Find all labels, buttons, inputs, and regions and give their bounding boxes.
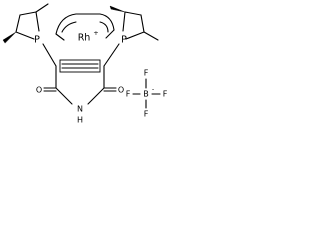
- fluorine-bottom-label: F: [144, 110, 149, 119]
- boron-charge: -: [152, 85, 155, 93]
- phosphorus-right-label: P: [121, 35, 127, 46]
- maleimide-double-bond: [59, 59, 101, 73]
- oxygen-right-label: O: [118, 86, 124, 95]
- phosphorus-bonds: [42, 43, 120, 67]
- tetrafluoroborate-bonds: [132, 78, 161, 109]
- rhodium-label: Rh: [78, 33, 91, 44]
- cyclooctadiene-ring: [55, 13, 115, 41]
- chemical-structure: P P Rh + B - F F F F N H O O: [2, 3, 168, 125]
- hydrogen-label: H: [77, 116, 83, 125]
- fluorine-top-label: F: [144, 69, 149, 78]
- fluorine-right-label: F: [163, 90, 168, 99]
- maleimide-ring: [43, 65, 117, 105]
- left-phospholane-ring: [2, 3, 49, 44]
- boron-label: B: [143, 90, 149, 99]
- right-phospholane-ring: [109, 5, 159, 41]
- oxygen-left-label: O: [36, 86, 42, 95]
- phosphorus-left-label: P: [34, 35, 40, 46]
- fluorine-left-label: F: [126, 90, 131, 99]
- rhodium-charge: +: [93, 29, 98, 37]
- nitrogen-label: N: [77, 105, 83, 114]
